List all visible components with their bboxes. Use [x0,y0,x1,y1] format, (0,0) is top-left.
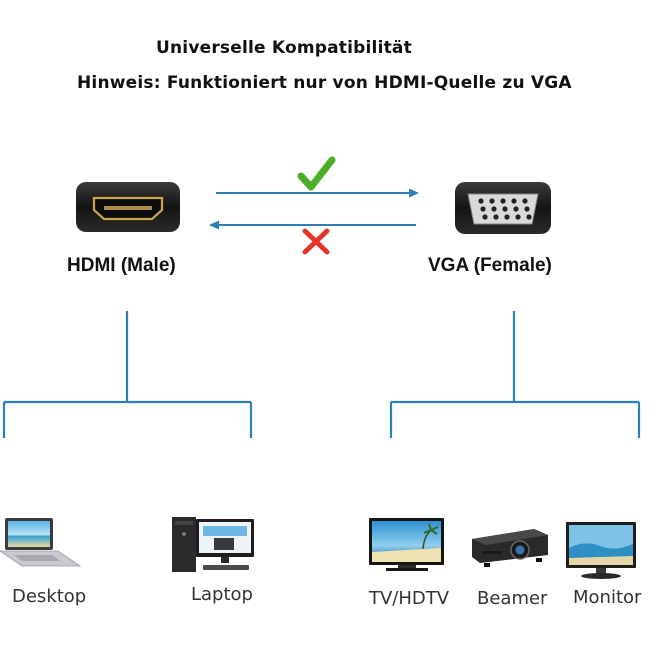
hdmi-label: HDMI (Male) [67,255,176,276]
target-device-tree [389,311,641,438]
device-label-monitor: Monitor [573,587,642,608]
device-label-tv: TV/HDTV [369,588,450,609]
reverse-arrow [209,220,416,230]
diagram-title: Universelle Kompatibilität [156,38,412,58]
cross-icon [302,228,330,255]
forward-arrow [216,188,419,198]
device-label-laptop: Laptop [191,584,253,605]
check-icon [297,156,336,191]
device-label-beamer: Beamer [477,588,548,609]
hdmi-connector-icon [76,182,180,232]
monitor-icon [566,522,636,579]
tv-icon [369,518,444,571]
laptop-icon [0,518,82,567]
projector-icon [472,529,548,567]
source-device-tree [2,311,253,438]
desktop-pc-icon [172,517,254,572]
device-label-desktop: Desktop [12,586,87,607]
vga-label: VGA (Female) [428,255,552,276]
compatibility-note: Hinweis: Funktioniert nur von HDMI-Quell… [77,73,572,93]
vga-connector-icon [455,182,551,234]
